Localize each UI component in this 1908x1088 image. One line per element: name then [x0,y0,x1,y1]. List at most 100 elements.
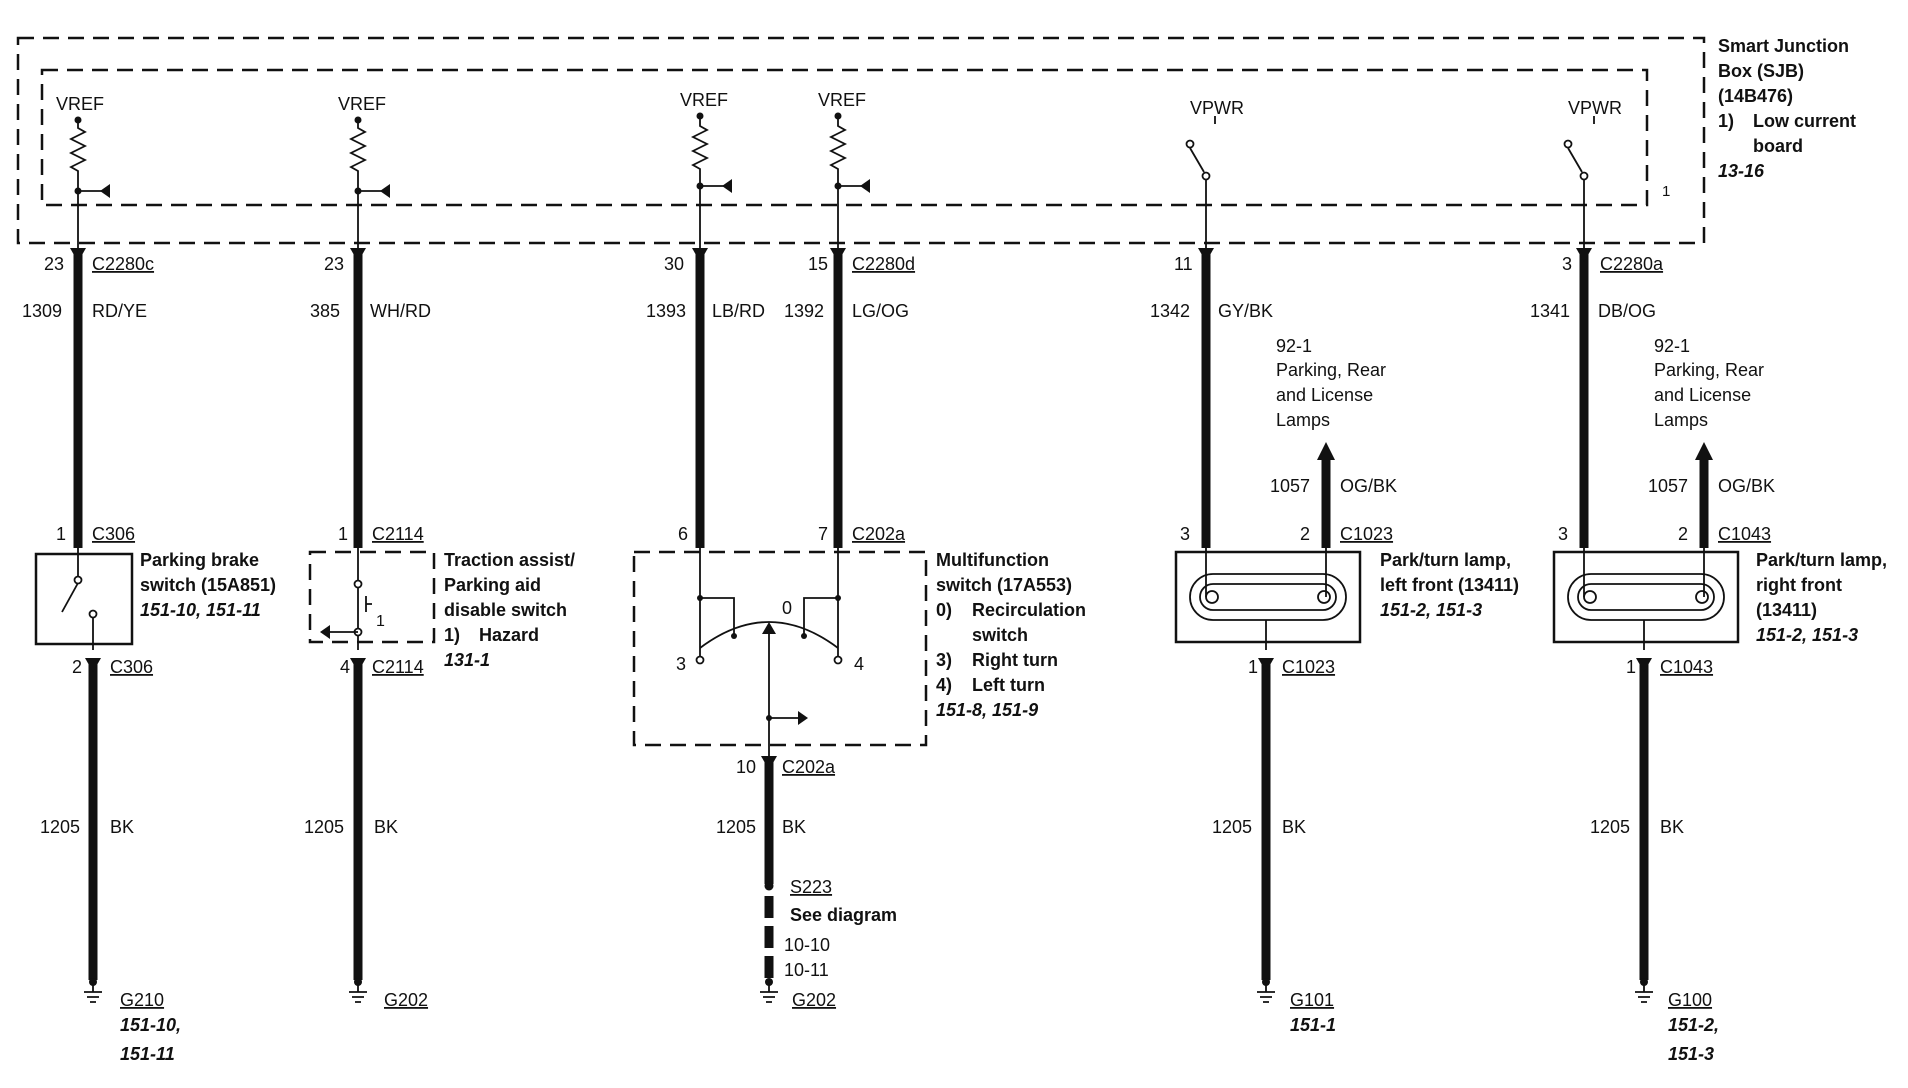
device-references: 151-2, 151-3 [1756,625,1858,645]
output-label: Parking, Rear [1654,360,1764,380]
wire-color: BK [1282,817,1306,837]
lamp-icon [1552,548,1740,650]
pin-number: 1 [1248,657,1258,677]
note-number: 4) [936,675,952,695]
sjb-part-number: (14B476) [1718,86,1793,106]
pin-number: 4 [340,657,350,677]
ground-label: G101 [1290,990,1334,1010]
connector-label: C306 [110,657,153,677]
splice-label: S223 [790,877,832,897]
wire-circuit-number: 1205 [1590,817,1630,837]
pin-number: 11 [1174,254,1193,274]
supply-label: VPWR [1568,98,1622,118]
connector-label: C202a [782,757,836,777]
ground-icon [349,978,367,1003]
connector-label: C2280c [92,254,154,274]
pin-number: 15 [808,254,828,274]
output-ref: 92-1 [1654,336,1690,356]
ground-ref: 151-11 [120,1044,175,1064]
note-number: 0) [936,600,952,620]
ground-ref: 151-1 [1290,1015,1336,1035]
device-references: 151-8, 151-9 [936,700,1038,720]
switch-position: 3 [676,654,686,674]
wire-color: DB/OG [1598,301,1656,321]
wire-color: OG/BK [1718,476,1775,496]
pin-number: 1 [1626,657,1636,677]
note-text: Recirculation [972,600,1086,620]
pin-number: 23 [324,254,344,274]
device-marker: 1 [376,613,385,630]
wire-circuit-number: 1392 [784,301,824,321]
wire-circuit-number: 1309 [22,301,62,321]
note-text: Hazard [479,625,539,645]
wire-circuit-number: 1057 [1648,476,1688,496]
wire-circuit-number: 1342 [1150,301,1190,321]
ground-icon [1635,978,1653,1003]
wire-color: LB/RD [712,301,765,321]
ground-icon [1257,978,1275,1003]
connector-label: C1043 [1718,524,1771,544]
output-ref: 92-1 [1276,336,1312,356]
device-name: right front [1756,575,1842,595]
device-references: 151-10, 151-11 [140,600,261,620]
device-name: disable switch [444,600,567,620]
note-text: switch [972,625,1028,645]
connector-label: C2114 [372,657,424,677]
wire-circuit-number: 1205 [40,817,80,837]
wire-color: GY/BK [1218,301,1273,321]
wire-circuit-number: 385 [310,301,340,321]
device-name: Parking brake [140,550,259,570]
supply-label: VREF [818,90,866,110]
pin-number: 1 [338,524,348,544]
note-number: 1) [444,625,460,645]
splice-icon [764,881,774,891]
ground-ref: 151-3 [1668,1044,1714,1064]
pin-number: 30 [664,254,684,274]
ground-label: G202 [384,990,428,1010]
sjb-title-line2: Box (SJB) [1718,61,1804,81]
device-name: switch (17A553) [936,575,1072,595]
sjb-note-number: 1) [1718,111,1734,131]
sjb-note-line1: Low current [1753,111,1856,131]
output-label: Parking, Rear [1276,360,1386,380]
sjb-title-line1: Smart Junction [1718,36,1849,56]
pin-number: 3 [1180,524,1190,544]
device-references: 151-2, 151-3 [1380,600,1482,620]
connector-label: C1023 [1340,524,1393,544]
device-name: Park/turn lamp, [1756,550,1887,570]
ground-label: G202 [792,990,836,1010]
wire-color: BK [110,817,134,837]
circuit-multifunction: VREF 30 1393 LB/RD 6 VREF 15 C2280d 1392… [632,90,1086,1010]
connector-label: C202a [852,524,906,544]
pin-number: 6 [678,524,688,544]
connector-label: C2114 [372,524,424,544]
pin-number: 3 [1562,254,1572,274]
wire-circuit-number: 1205 [716,817,756,837]
device-name: Traction assist/ [444,550,575,570]
lamp-icon [1174,548,1362,650]
sjb-reference: 13-16 [1718,161,1765,181]
see-diagram-note: See diagram [790,905,897,925]
pin-number: 23 [44,254,64,274]
wire-circuit-number: 1205 [304,817,344,837]
device-name: Multifunction [936,550,1049,570]
wire-color: BK [782,817,806,837]
smart-junction-box: Smart Junction Box (SJB) (14B476) 1) Low… [16,36,1856,245]
multifunction-switch-symbol [632,548,928,760]
device-references: 131-1 [444,650,490,670]
circuit-lamp-left-front: VPWR 11 1342 GY/BK 92-1 Parking, Rear an… [1150,98,1519,1035]
connector-label: C2280d [852,254,915,274]
switch-position: 0 [782,598,792,618]
sjb-marker: 1 [1662,183,1670,200]
ground-label: G210 [120,990,164,1010]
wire-circuit-number: 1341 [1530,301,1570,321]
pin-number: 3 [1558,524,1568,544]
note-text: Right turn [972,650,1058,670]
pin-number: 2 [72,657,82,677]
note-number: 3) [936,650,952,670]
output-label: and License [1276,385,1373,405]
ground-ref: 151-2, [1668,1015,1719,1035]
wire-circuit-number: 1057 [1270,476,1310,496]
device-name: Parking aid [444,575,541,595]
